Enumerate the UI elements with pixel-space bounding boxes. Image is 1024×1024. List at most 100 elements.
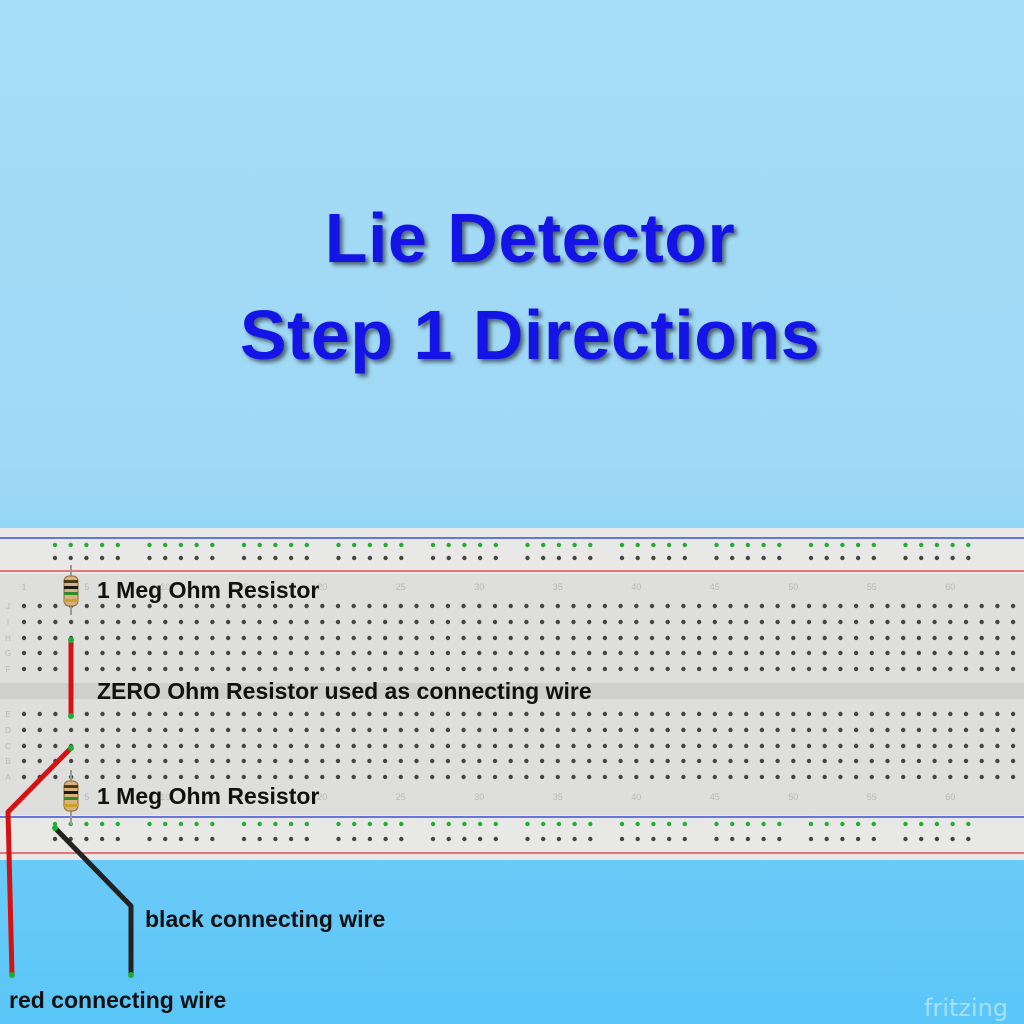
terminal-hole — [681, 666, 686, 672]
terminal-hole — [602, 727, 608, 733]
terminal-hole — [524, 650, 529, 656]
terminal-hole — [618, 727, 623, 733]
rail-hole — [651, 555, 656, 561]
terminal-hole — [131, 774, 137, 780]
terminal-hole — [995, 666, 1000, 672]
terminal-hole — [775, 711, 780, 717]
terminal-hole — [555, 650, 560, 656]
terminal-hole — [178, 774, 184, 780]
terminal-hole — [241, 758, 246, 764]
rail-hole — [115, 836, 121, 842]
rail-hole — [99, 542, 105, 548]
rail-hole — [304, 555, 309, 561]
terminal-hole — [320, 743, 325, 749]
terminal-hole — [791, 758, 796, 764]
terminal-hole — [194, 603, 199, 609]
rail-hole — [651, 836, 656, 842]
terminal-hole — [100, 743, 105, 749]
terminal-hole — [932, 774, 937, 780]
terminal-hole — [571, 727, 576, 733]
rail-hole — [115, 555, 121, 561]
label-red-wire: red connecting wire — [9, 987, 227, 1013]
terminal-hole — [508, 635, 513, 641]
terminal-hole — [320, 774, 325, 780]
rail-hole — [288, 542, 294, 548]
terminal-hole — [508, 743, 513, 749]
terminal-hole — [273, 727, 278, 733]
rail-hole — [194, 542, 199, 548]
terminal-hole — [477, 635, 482, 641]
rail-hole — [730, 542, 735, 548]
terminal-hole — [163, 666, 168, 672]
terminal-hole — [288, 774, 294, 780]
rail-hole — [399, 542, 404, 548]
terminal-hole — [304, 727, 309, 733]
rail-hole — [210, 542, 215, 548]
terminal-hole — [681, 774, 686, 780]
rail-hole — [950, 555, 955, 561]
rail-hole — [651, 542, 656, 548]
terminal-hole — [869, 603, 874, 609]
terminal-hole — [995, 603, 1000, 609]
terminal-hole — [178, 619, 184, 625]
terminal-hole — [382, 603, 388, 609]
terminal-hole — [414, 774, 419, 780]
terminal-hole — [84, 603, 90, 609]
terminal-hole — [225, 711, 231, 717]
terminal-hole — [116, 619, 121, 625]
rail-hole — [777, 821, 782, 827]
rail-hole — [635, 542, 640, 548]
rail-hole — [840, 555, 845, 561]
terminal-hole — [53, 635, 58, 641]
terminal-hole — [21, 711, 27, 717]
terminal-hole — [524, 758, 529, 764]
terminal-hole — [273, 774, 278, 780]
label-resistor-top: 1 Meg Ohm Resistor — [97, 577, 320, 603]
terminal-hole — [696, 727, 702, 733]
terminal-hole — [618, 619, 623, 625]
terminal-hole — [398, 774, 403, 780]
terminal-hole — [382, 619, 388, 625]
terminal-hole — [853, 603, 859, 609]
terminal-hole — [320, 727, 325, 733]
terminal-hole — [210, 666, 215, 672]
rail-hole — [556, 555, 562, 561]
terminal-hole — [665, 727, 670, 733]
terminal-hole — [37, 743, 42, 749]
terminal-hole — [634, 619, 639, 625]
terminal-hole — [445, 666, 451, 672]
terminal-hole — [382, 650, 388, 656]
terminal-hole — [838, 619, 843, 625]
terminal-hole — [288, 666, 294, 672]
terminal-hole — [963, 774, 969, 780]
terminal-hole — [995, 727, 1000, 733]
terminal-hole — [744, 774, 749, 780]
terminal-hole — [539, 774, 545, 780]
terminal-hole — [806, 727, 812, 733]
terminal-hole — [508, 774, 513, 780]
column-number: 1 — [21, 582, 26, 592]
terminal-hole — [618, 711, 623, 717]
column-number: 55 — [867, 792, 877, 802]
title-line-1: Lie Detector — [324, 199, 736, 277]
terminal-hole — [775, 650, 780, 656]
terminal-hole — [178, 603, 184, 609]
terminal-hole — [948, 743, 953, 749]
terminal-hole — [681, 758, 686, 764]
rail-hole — [383, 821, 388, 827]
rail-hole — [477, 542, 483, 548]
terminal-hole — [979, 727, 984, 733]
terminal-hole — [806, 743, 812, 749]
terminal-hole — [555, 619, 560, 625]
terminal-hole — [995, 774, 1000, 780]
rail-hole — [99, 836, 105, 842]
terminal-hole — [351, 650, 356, 656]
terminal-hole — [241, 774, 246, 780]
rail-hole — [84, 542, 89, 548]
terminal-hole — [948, 727, 953, 733]
terminal-hole — [995, 758, 1000, 764]
terminal-hole — [288, 603, 294, 609]
terminal-hole — [430, 650, 435, 656]
rail-hole — [399, 555, 404, 561]
